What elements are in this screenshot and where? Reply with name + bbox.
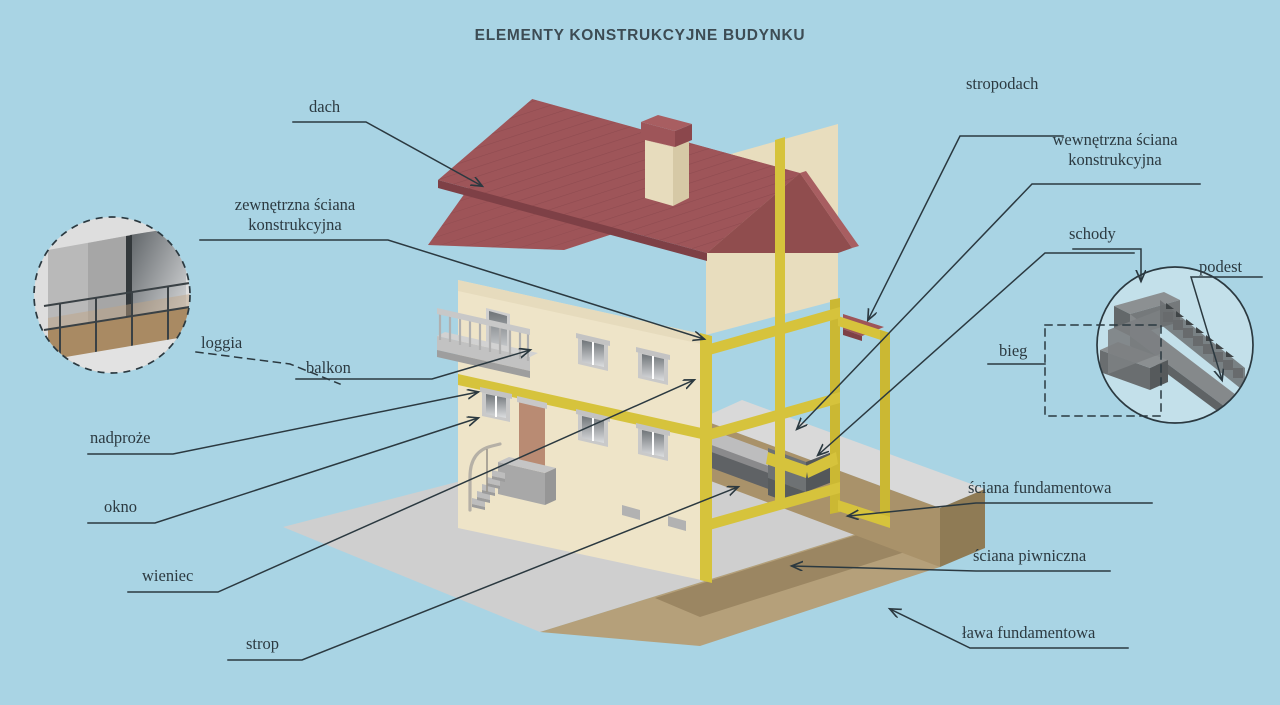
leader-sciana-piwniczna: [792, 566, 1111, 572]
label-lawa-fundamentowa: ława fundamentowa: [962, 623, 1096, 642]
leader-balkon: [295, 350, 530, 380]
leader-lines: [87, 121, 1263, 661]
label-bieg: bieg: [999, 341, 1028, 360]
leader-schody-house: [818, 252, 1135, 455]
structural-frame-yellow: [458, 137, 890, 583]
label-balkon: balkon: [306, 358, 351, 377]
label-podest: podest: [1199, 257, 1243, 276]
label-nadproze: nadproże: [90, 428, 151, 447]
leader-dach: [292, 121, 482, 186]
label-strop: strop: [246, 634, 279, 653]
leader-wewnetrzna-sciana: [797, 183, 1201, 429]
schody-inset: [1096, 266, 1254, 424]
rear-annex: [838, 116, 866, 300]
leader-zewnetrzna-sciana: [199, 239, 704, 339]
leader-okno: [87, 418, 478, 524]
leader-strop: [227, 487, 738, 661]
label-sciana-fundamentowa: ściana fundamentowa: [968, 478, 1112, 497]
label-okno: okno: [104, 497, 137, 516]
leader-schody-inset: [1072, 248, 1141, 281]
windows-front-facade: [480, 333, 686, 531]
leader-loggia: [195, 351, 341, 385]
leader-lawa-fundamentowa: [890, 609, 1129, 649]
label-line-1: zewnętrzna ściana: [234, 195, 356, 214]
leader-sciana-fundamentowa: [848, 502, 1153, 516]
label-schody: schody: [1069, 224, 1116, 243]
label-dach: dach: [309, 97, 341, 116]
loggia-inset: [33, 216, 191, 374]
label-line-1: wewnętrzna ściana: [1052, 130, 1178, 149]
label-sciana-piwniczna: ściana piwniczna: [973, 546, 1087, 565]
leader-wieniec: [127, 380, 694, 593]
label-loggia: loggia: [201, 333, 243, 352]
label-line-2: konstrukcyjna: [1068, 150, 1162, 170]
earth-excavation: [540, 489, 985, 646]
bieg-dashed-box: [1044, 324, 1162, 417]
chimney: [641, 115, 692, 206]
page-title: ELEMENTY KONSTRUKCYJNE BUDYNKU: [474, 27, 806, 44]
label-wieniec: wieniec: [142, 566, 194, 585]
label-line-2: konstrukcyjna: [248, 215, 342, 235]
leader-podest: [1189, 276, 1263, 380]
label-stropodach: stropodach: [966, 74, 1039, 93]
leader-stropodach: [868, 135, 1064, 320]
leader-nadproze: [87, 392, 478, 455]
label-wewnetrzna-sciana-konstrukcyjna: wewnętrzna ściana konstrukcyjna: [1020, 130, 1210, 170]
label-zewnetrzna-sciana-konstrukcyjna: zewnętrzna ściana konstrukcyjna: [200, 195, 390, 235]
